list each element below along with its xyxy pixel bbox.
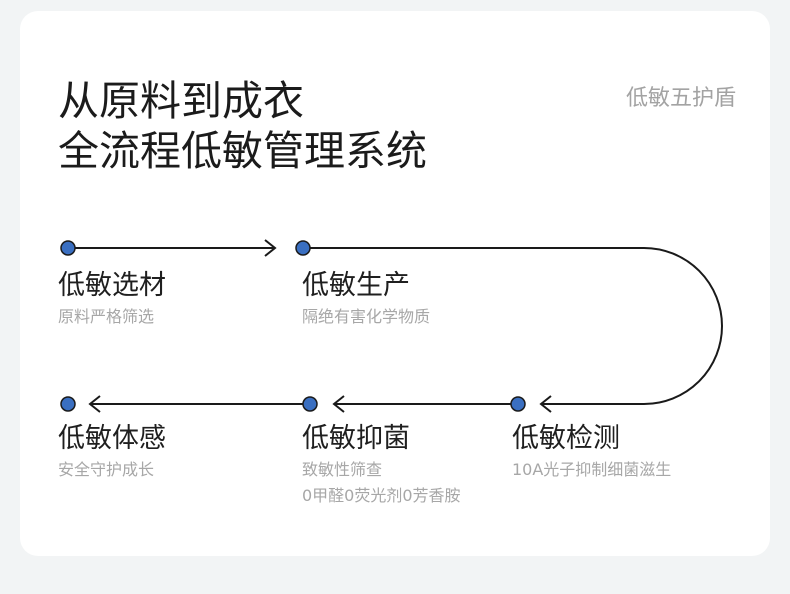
step-2-low-allergy-production: 低敏生产 隔绝有害化学物质 — [302, 270, 430, 328]
step-name: 低敏体感 — [58, 423, 166, 454]
node-step-2 — [295, 240, 311, 256]
arrow-head-3-4 — [332, 395, 345, 413]
node-step-5 — [60, 396, 76, 412]
step-name: 低敏抑菌 — [302, 423, 410, 454]
step-name: 低敏选材 — [58, 270, 166, 301]
title-line-2: 全流程低敏管理系统 — [58, 127, 427, 175]
page-title: 从原料到成衣 全流程低敏管理系统 — [58, 76, 427, 176]
step-desc: 隔绝有害化学物质 — [302, 307, 431, 326]
node-step-3 — [510, 396, 526, 412]
step-desc: 原料严格筛选 — [58, 307, 155, 326]
title-line-1: 从原料到成衣 — [58, 77, 304, 125]
step-desc-secondary: 0甲醛0荧光剂0芳香胺 — [302, 486, 461, 505]
step-1-low-allergy-material: 低敏选材 原料严格筛选 — [58, 270, 166, 328]
step-name: 低敏生产 — [302, 270, 410, 301]
step-desc: 10A光子抑制细菌滋生 — [512, 460, 672, 479]
node-step-4 — [302, 396, 318, 412]
shield-tag: 低敏五护盾 — [625, 86, 736, 111]
step-name: 低敏检测 — [512, 423, 620, 454]
arrow-head-1-2 — [264, 239, 277, 257]
connector-2-3 — [303, 247, 723, 405]
arrow-head-2-3 — [539, 395, 552, 413]
step-5-low-allergy-comfort: 低敏体感 安全守护成长 — [58, 423, 166, 481]
node-step-1 — [60, 240, 76, 256]
step-desc: 致敏性筛查 — [302, 460, 383, 479]
arrow-head-4-5 — [88, 395, 101, 413]
content-card — [20, 11, 770, 556]
step-4-low-allergy-antibacterial: 低敏抑菌 致敏性筛查 0甲醛0荧光剂0芳香胺 — [302, 423, 461, 507]
step-desc: 安全守护成长 — [58, 460, 155, 479]
step-3-low-allergy-testing: 低敏检测 10A光子抑制细菌滋生 — [512, 423, 671, 481]
